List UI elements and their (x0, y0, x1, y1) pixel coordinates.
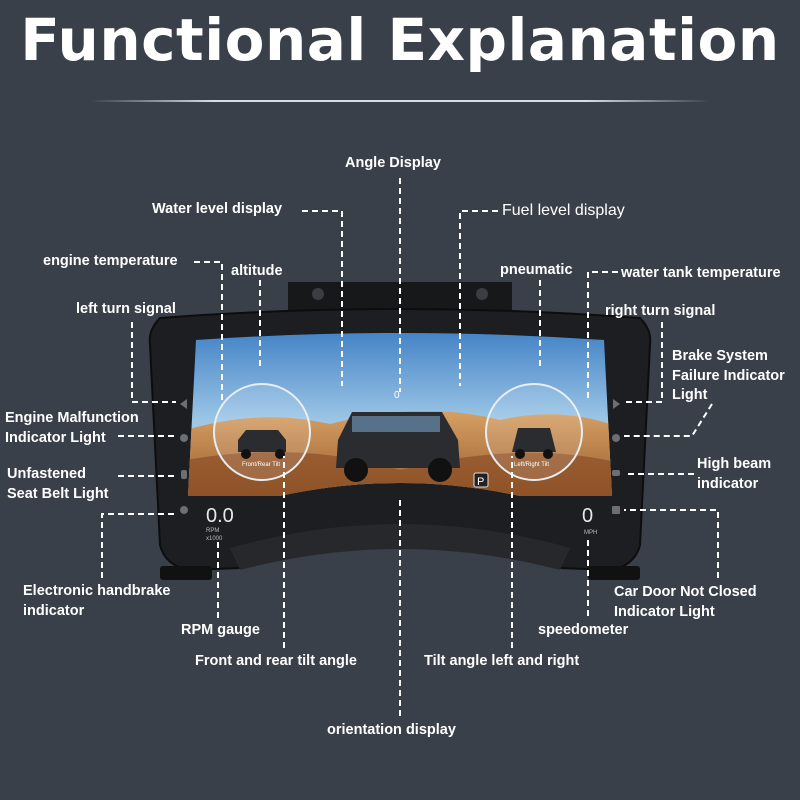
left-right-tilt-label: Left/Right Tilt (514, 462, 549, 468)
lower-trim (230, 524, 570, 570)
label-angle-display: Angle Display (345, 155, 441, 171)
label-left-turn-signal: left turn signal (76, 301, 176, 317)
label-handbrake-line2: indicator (23, 603, 85, 619)
label-handbrake-line1: Electronic handbrake (23, 583, 171, 599)
label-pneumatic: pneumatic (500, 262, 573, 278)
bottom-clip-right (588, 566, 640, 580)
truck-image (336, 412, 460, 482)
left-turn-signal-icon (180, 399, 187, 409)
label-engine-malfunction-line1: Engine Malfunction (5, 410, 139, 426)
label-altitude: altitude (231, 263, 283, 279)
gear-indicator: P (473, 472, 489, 488)
right-indicator-icons (612, 399, 620, 514)
label-brake-system-line2: Failure Indicator (672, 368, 785, 384)
right-turn-signal-icon (613, 399, 620, 409)
speed-unit: MPH (584, 530, 597, 536)
high-beam-icon (612, 470, 620, 476)
label-rpm-gauge: RPM gauge (181, 622, 260, 638)
label-brake-system-line1: Brake System (672, 348, 768, 364)
bottom-clip-left (160, 566, 212, 580)
label-speedometer: speedometer (538, 622, 629, 638)
rpm-value: 0.0 (206, 505, 234, 527)
left-indicator-icons (180, 399, 188, 514)
rpm-unit-line2: x1000 (206, 536, 223, 542)
label-seat-belt-line1: Unfastened (7, 466, 86, 482)
label-seat-belt-line2: Seat Belt Light (7, 486, 109, 502)
rpm-unit-line1: RPM (206, 528, 219, 534)
seat-belt-icon (181, 470, 187, 479)
title-divider (90, 100, 710, 102)
front-rear-tilt-label: Front/Rear Tilt (242, 462, 280, 468)
label-front-rear-tilt: Front and rear tilt angle (195, 653, 357, 669)
label-tilt-left-right: Tilt angle left and right (424, 653, 580, 669)
label-water-tank-temperature: water tank temperature (621, 265, 781, 281)
speed-value: 0 (582, 505, 593, 527)
angle-value: 0 (394, 390, 400, 401)
leader-lines (101, 178, 719, 716)
label-car-door-line1: Car Door Not Closed (614, 584, 757, 600)
label-fuel-level-display: Fuel level display (502, 202, 625, 219)
label-right-turn-signal: right turn signal (605, 303, 716, 319)
label-water-level-display: Water level display (152, 201, 283, 217)
brake-failure-icon (612, 434, 620, 442)
label-engine-malfunction-line2: Indicator Light (5, 430, 106, 446)
label-brake-system-line3: Light (672, 387, 708, 403)
label-high-beam-line2: indicator (697, 476, 759, 492)
left-gauge (213, 383, 311, 481)
engine-malfunction-icon (180, 434, 188, 442)
screw (476, 288, 488, 300)
label-engine-temperature: engine temperature (43, 253, 178, 269)
car-door-icon (612, 506, 620, 514)
handbrake-icon (180, 506, 188, 514)
right-gauge (485, 383, 583, 481)
label-high-beam-line1: High beam (697, 456, 772, 472)
svg-text:P: P (477, 476, 484, 488)
screw (312, 288, 324, 300)
diagram-title: Functional Explanation (20, 6, 780, 74)
label-car-door-line2: Indicator Light (614, 604, 715, 620)
label-orientation-display: orientation display (327, 722, 456, 738)
